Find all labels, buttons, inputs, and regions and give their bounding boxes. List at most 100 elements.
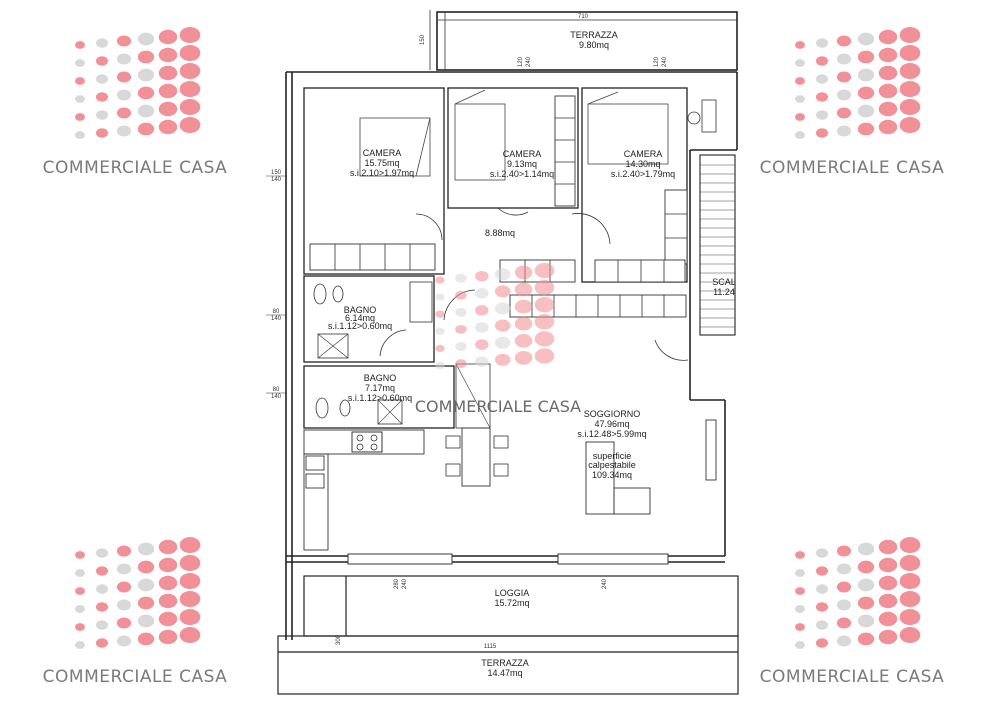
- watermark-dot: [494, 285, 511, 298]
- watermark-dot: [815, 74, 829, 84]
- watermark-dot: [455, 324, 467, 334]
- watermark-dot: [116, 35, 132, 47]
- stairs-area: 11.24: [713, 287, 735, 297]
- watermark-dot: [137, 560, 155, 574]
- watermark-text-bottom-right: COMMERCIALE CASA: [760, 667, 945, 687]
- watermark-dot: [899, 80, 921, 98]
- bathroom-1: [303, 275, 435, 363]
- watermark-dot: [95, 74, 109, 84]
- watermark-dot: [857, 104, 875, 118]
- stairs-name: SCAL: [712, 277, 736, 287]
- watermark-dot: [815, 38, 829, 48]
- watermark-dot: [137, 104, 155, 118]
- watermark-dot: [878, 65, 898, 81]
- watermark-dot: [836, 545, 852, 557]
- watermark-dot: [795, 587, 805, 595]
- watermark-dot: [75, 59, 85, 67]
- watermark-dot: [95, 548, 109, 558]
- watermark-dot: [899, 44, 921, 62]
- watermark-dot: [95, 566, 109, 576]
- watermark-dot: [514, 265, 533, 280]
- surface-line1: superficie: [593, 451, 632, 461]
- hall-area: 8.88mq: [485, 228, 515, 238]
- beds: [359, 89, 669, 181]
- watermark-dot: [158, 629, 178, 645]
- watermark-dot: [494, 302, 511, 315]
- dim-left-80a: 80: [273, 309, 280, 315]
- watermark-dot: [137, 596, 155, 610]
- watermark-dot: [857, 596, 875, 610]
- tv-cabinet: [705, 419, 717, 481]
- dim-left-140c: 140: [271, 394, 282, 400]
- watermark-dot: [815, 566, 829, 576]
- watermark-dot: [815, 128, 829, 138]
- watermark-dot: [95, 638, 109, 648]
- watermark-dot: [179, 536, 201, 554]
- watermark-dot: [116, 71, 132, 83]
- watermark-dot: [534, 297, 555, 313]
- watermark-logo-bottom-left: [75, 536, 201, 649]
- watermark-dot: [158, 29, 178, 45]
- watermark-dot: [475, 356, 489, 367]
- watermark-dot: [95, 110, 109, 120]
- watermark-dot: [75, 569, 85, 577]
- watermark-dot: [836, 53, 852, 65]
- watermark-dot: [137, 122, 155, 136]
- loggia-area: 15.72mq: [494, 598, 529, 608]
- watermark-dot: [857, 578, 875, 592]
- watermark-dot: [878, 29, 898, 45]
- watermark-dot: [158, 539, 178, 555]
- watermark-dot: [899, 26, 921, 44]
- camera2-si: s.i.2.40>1.14mq: [490, 169, 554, 179]
- bagno2-si: s.i.1.12>0.60mq: [348, 393, 412, 403]
- watermark-dot: [455, 359, 467, 369]
- watermark-dot: [435, 344, 445, 353]
- watermark-dot: [836, 617, 852, 629]
- soggiorno-name: SOGGIORNO: [584, 409, 641, 419]
- watermark-dot: [116, 107, 132, 119]
- watermark-dot: [534, 262, 555, 279]
- watermark-dot: [899, 608, 921, 626]
- watermark-dot: [116, 617, 132, 629]
- watermark-dot: [815, 110, 829, 120]
- watermark-dot: [815, 584, 829, 594]
- loggia-name: LOGGIA: [495, 588, 530, 598]
- watermark-dot: [137, 86, 155, 100]
- watermark-dot: [857, 50, 875, 64]
- watermark-dot: [878, 539, 898, 555]
- watermark-dot: [75, 77, 85, 85]
- watermark-dot: [158, 83, 178, 99]
- watermark-dot: [75, 95, 85, 103]
- watermark-dot: [95, 620, 109, 630]
- terrace-bottom-width-dim: 1115: [484, 644, 497, 650]
- watermark-dot: [899, 590, 921, 608]
- watermark-dot: [878, 557, 898, 573]
- watermark-dot: [836, 107, 852, 119]
- watermark-dot: [158, 119, 178, 135]
- watermark-dot: [815, 548, 829, 558]
- watermark-dot: [179, 626, 201, 644]
- watermark-dot: [514, 282, 533, 297]
- dim-loggia-280: 280: [394, 578, 400, 589]
- watermark-dot: [75, 605, 85, 613]
- watermark-dot: [836, 89, 852, 101]
- terrace-bottom: [277, 635, 739, 695]
- watermark-dot: [137, 50, 155, 64]
- camera1-area: 15.75mq: [364, 158, 399, 168]
- watermark-dot: [475, 305, 489, 316]
- camera2-area: 9.13mq: [507, 159, 537, 169]
- watermark-dot: [795, 623, 805, 631]
- watermark-dot: [795, 77, 805, 85]
- watermark-text-top-left: COMMERCIALE CASA: [43, 158, 228, 178]
- watermark-dot: [116, 89, 132, 101]
- watermark-dot: [75, 113, 85, 121]
- watermark-dot: [158, 65, 178, 81]
- dim-window-120b: 120: [654, 56, 660, 67]
- watermark-dot: [179, 98, 201, 116]
- watermark-dot: [899, 116, 921, 134]
- bagno2-area: 7.17mq: [365, 383, 395, 393]
- watermark-dot: [836, 581, 852, 593]
- watermark-dot: [75, 641, 85, 649]
- dim-left-140b: 140: [271, 316, 282, 322]
